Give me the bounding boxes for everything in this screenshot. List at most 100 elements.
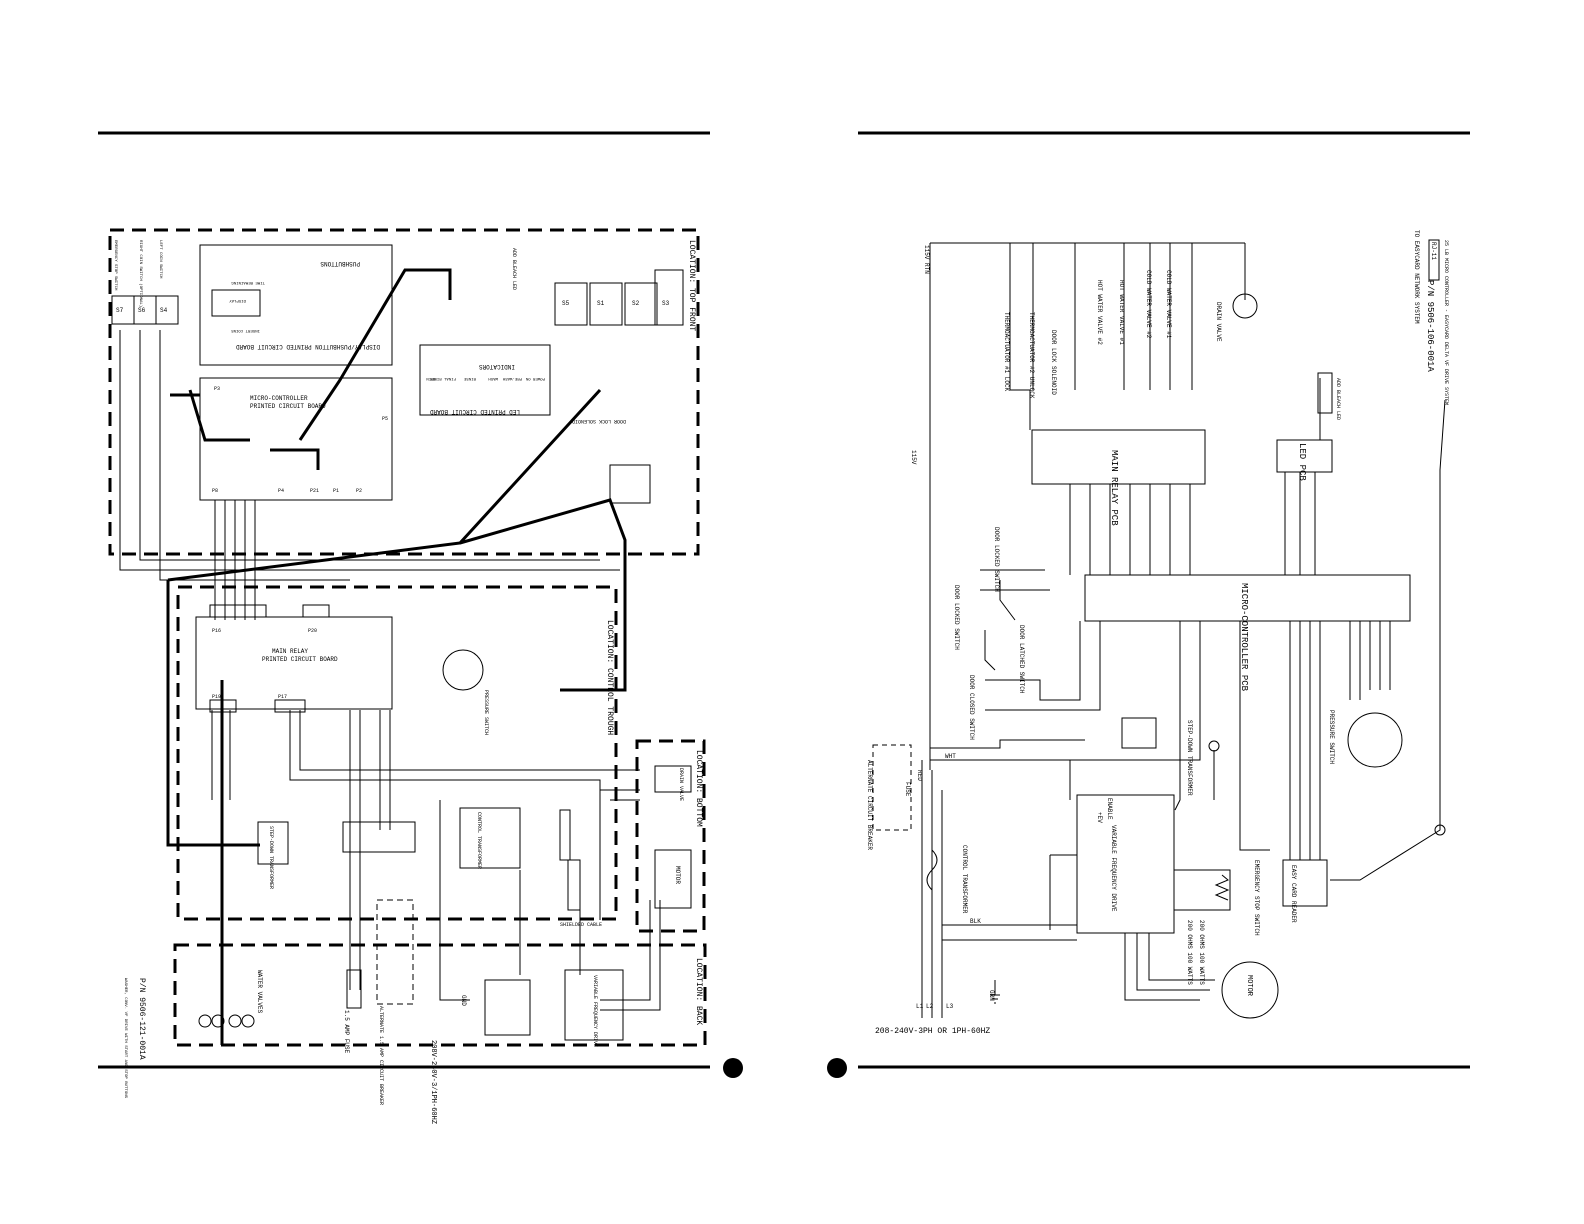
lbl-part-no-right: P/N 9506-106-001A bbox=[1425, 280, 1435, 372]
lbl-grn: GRN bbox=[988, 990, 995, 1001]
vfd-box bbox=[1076, 794, 1175, 934]
lbl-p19: P19 bbox=[212, 694, 221, 700]
lbl-time-remaining: TIME REMAINING bbox=[231, 280, 265, 284]
lbl-switch-3: DOOR CLOSED SWITCH bbox=[968, 675, 975, 740]
lbl-left-coin: LEFT COIN SWITCH bbox=[158, 240, 162, 279]
lbl-comp-0: THERMOACTUATOR #1 LOCK bbox=[1003, 312, 1010, 392]
lbl-control-transformer: CONTROL TRANSFORMER bbox=[476, 812, 482, 869]
lbl-s2: S2 bbox=[632, 300, 640, 307]
lbl-step-down: STEP-DOWN TRANSFORMER bbox=[268, 826, 274, 889]
lbl-comp-2: DOOR LOCK SOLENOID bbox=[1050, 330, 1057, 395]
lbl-right-coin: RIGHT COIN SWITCH (OPTIONAL) bbox=[138, 240, 143, 307]
lbl-motor: MOTOR bbox=[674, 866, 681, 884]
loc-control-trough: LOCATION: CONTROL TROUGH bbox=[605, 620, 614, 735]
lbl-switch-0: DOOR LOCKED SWITCH bbox=[993, 527, 1000, 592]
left-sheet-text: LOCATION: TOP FRONT LOCATION: CONTROL TR… bbox=[113, 240, 703, 1124]
drain-valve-symbol bbox=[1232, 293, 1258, 319]
led-label-5: SPIN bbox=[426, 376, 436, 380]
lbl-comp-7: DRAIN VALVE bbox=[1215, 302, 1222, 342]
left-sheet bbox=[108, 228, 707, 1047]
lbl-water-valves: WATER VALVES bbox=[256, 970, 263, 1014]
lbl-p2: P2 bbox=[356, 488, 362, 494]
motor-symbol bbox=[1221, 961, 1279, 1019]
led-label-0: POWER ON bbox=[525, 376, 545, 380]
lbl-gnd: GND bbox=[460, 995, 467, 1006]
lbl-115v: 115V bbox=[910, 450, 917, 465]
lbl-115v-rtn: 115V RTN bbox=[923, 245, 930, 274]
lbl-comp-6: COLD WATER VALVE #1 bbox=[1165, 270, 1172, 339]
lbl-door-lock-solenoid: DOOR LOCK SOLENOID bbox=[572, 418, 626, 424]
lbl-s3: S3 bbox=[662, 300, 670, 307]
lbl-resistor2: 200 OHMS 100 WATTS bbox=[1198, 920, 1205, 985]
lbl-s6: S6 bbox=[138, 307, 146, 314]
led-label-2: WASH bbox=[488, 376, 498, 380]
lbl-alt-breaker-right: ALTERNATE CIRCUIT BREAKER bbox=[866, 760, 873, 850]
lbl-motor-right: MOTOR bbox=[1245, 975, 1253, 997]
lbl-p20: P20 bbox=[308, 628, 317, 634]
lbl-to-easycard: TO EASYCARD NETWORK SYSTEM bbox=[1413, 230, 1420, 324]
lbl-pressure-switch-right: PRESSURE SWITCH bbox=[1328, 710, 1335, 764]
lbl-l1: L1 bbox=[916, 1003, 924, 1010]
lbl-comp-4: HOT WATER VALVE #1 bbox=[1118, 280, 1125, 345]
lbl-p3: P3 bbox=[214, 386, 220, 392]
zone-control-trough bbox=[176, 585, 618, 921]
lbl-p1: P1 bbox=[333, 488, 339, 494]
lbl-emergency-right: EMERGENCY STOP SWITCH bbox=[1253, 860, 1260, 936]
pressure-switch-left bbox=[442, 649, 484, 691]
main-relay-pcb-box bbox=[1031, 429, 1206, 485]
lbl-fuse: 1.5 AMP FUSE bbox=[343, 1010, 350, 1054]
display-board bbox=[199, 244, 393, 366]
lbl-display-board: DISPLAY/PUSHBUTTON PRINTED CIRCUIT BOARD bbox=[236, 343, 380, 350]
lbl-step-down-right: STEP-DOWN TRANSFORMER bbox=[1186, 720, 1193, 796]
lbl-part-no: P/N 9506-121-001A bbox=[137, 978, 146, 1060]
led-label-4: FINAL RINSE bbox=[429, 376, 456, 380]
micro-board bbox=[199, 377, 393, 501]
lbl-micro-pcb: MICRO-CONTROLLER PCB bbox=[1239, 583, 1249, 692]
lbl-pushbuttons: PUSHBUTTONS bbox=[320, 260, 360, 267]
lbl-main-relay: MAIN RELAY bbox=[272, 648, 308, 655]
lbl-drain-valve: DRAIN VALVE bbox=[678, 768, 684, 801]
page-marker-right bbox=[827, 1058, 847, 1078]
lbl-micro2: PRINTED CIRCUIT BOARD bbox=[250, 403, 326, 410]
lbl-s1: S1 bbox=[597, 300, 605, 307]
lbl-s7: S7 bbox=[116, 307, 124, 314]
lbl-l2: L2 bbox=[926, 1003, 934, 1010]
main-relay-board bbox=[195, 616, 393, 710]
lbl-s5: S5 bbox=[562, 300, 570, 307]
lbl-main-relay-pcb: MAIN RELAY PCB bbox=[1109, 450, 1119, 526]
lbl-red: RED bbox=[916, 770, 923, 781]
lbl-p8: P8 bbox=[212, 488, 218, 494]
page-marker-left bbox=[723, 1058, 743, 1078]
lbl-vfd: VARIABLE FREQUENCY DRIVE bbox=[592, 975, 598, 1047]
lbl-part-desc: WASHER, CONV. VF DRIVE WITH START AND ST… bbox=[123, 978, 127, 1099]
lbl-l3: L3 bbox=[946, 1003, 954, 1010]
easy-card-box bbox=[1282, 859, 1328, 907]
lbl-p5: P5 bbox=[382, 416, 388, 422]
lbl-blk: BLK bbox=[970, 918, 981, 925]
lbl-insert-coins: INSERT COINS bbox=[231, 328, 260, 332]
lbl-comp-5: COLD WATER VALVE #2 bbox=[1145, 270, 1152, 339]
lbl-comp-3: HOT WATER VALVE #2 bbox=[1096, 280, 1103, 345]
lbl-ev: +EV bbox=[1096, 812, 1103, 823]
zone-bottom bbox=[635, 739, 706, 933]
led-label-1: PRE-WASH bbox=[502, 376, 522, 380]
led-board bbox=[419, 344, 551, 416]
lbl-comp-1: THERMOACTUATOR #2 UNLOCK bbox=[1028, 312, 1035, 399]
lbl-wht: WHT bbox=[945, 753, 956, 760]
lbl-switch-1: DOOR LOCKED SWITCH bbox=[953, 585, 960, 650]
step-down-box bbox=[1121, 717, 1157, 749]
lbl-easy-card: EASY CARD READER bbox=[1290, 865, 1297, 923]
lbl-micro: MICRO-CONTROLLER bbox=[250, 395, 308, 402]
lbl-p16: P16 bbox=[212, 628, 221, 634]
lbl-switch-2: DOOR LATCHED SWITCH bbox=[1018, 625, 1025, 694]
lbl-display: DISPLAY bbox=[229, 298, 246, 302]
loc-top-front: LOCATION: TOP FRONT bbox=[687, 240, 696, 331]
micro-pcb-box bbox=[1084, 574, 1411, 622]
lbl-p21: P21 bbox=[310, 488, 319, 494]
lbl-vfd: VARIABLE FREQUENCY DRIVE bbox=[1110, 825, 1117, 912]
lbl-p4: P4 bbox=[278, 488, 284, 494]
loc-bottom: LOCATION: BOTTOM bbox=[694, 750, 703, 827]
lbl-emergency: EMERGENCY STOP SWITCH bbox=[113, 240, 117, 291]
lbl-rj11: RJ-11 bbox=[1430, 242, 1437, 260]
lbl-pressure-switch: PRESSURE SWITCH bbox=[483, 690, 489, 735]
